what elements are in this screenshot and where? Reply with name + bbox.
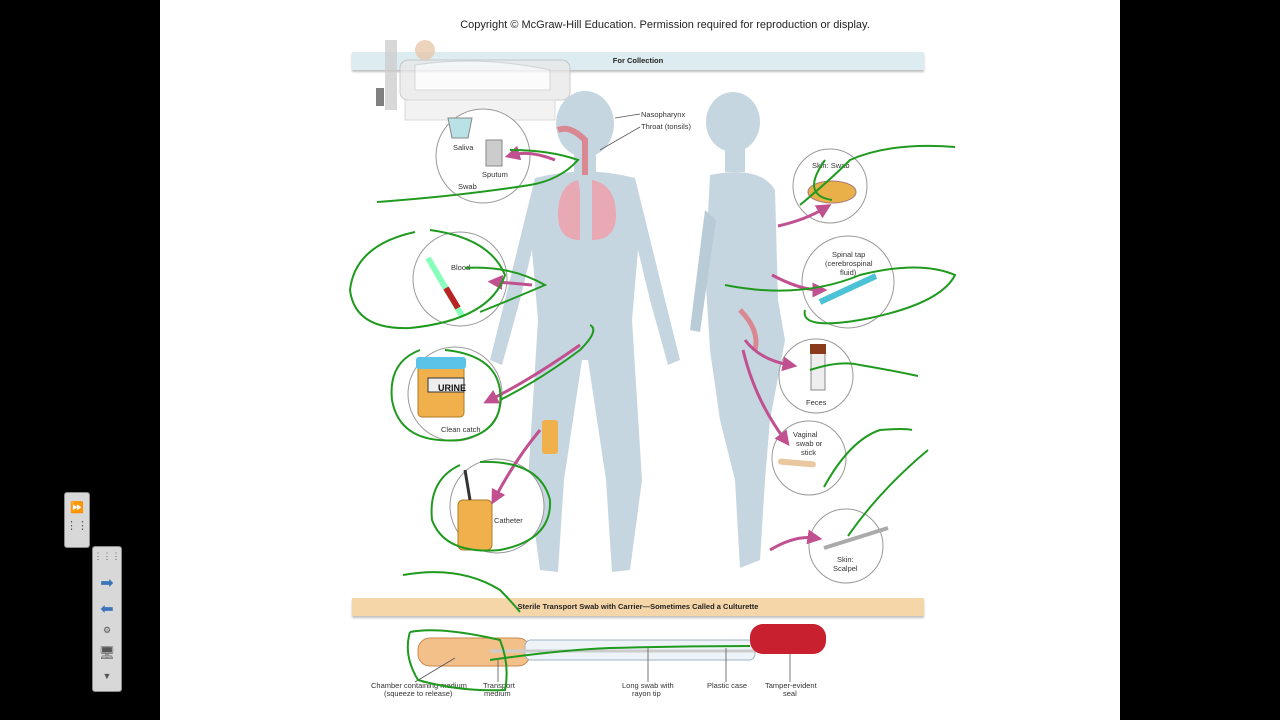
collapsed-toolbar[interactable]: ⏩ ⋮⋮ [64, 492, 90, 548]
settings-icon[interactable]: ⚙ [102, 625, 112, 635]
label-chamber: Chamber containing medium [371, 681, 467, 690]
label-long-swab-2: rayon tip [632, 689, 661, 698]
arrow-left-icon[interactable]: ⬅ [100, 601, 114, 618]
label-long-swab: Long swab with [622, 681, 674, 690]
spinal-tap-circle [801, 235, 895, 329]
label-saliva: Saliva [453, 143, 474, 152]
catheter-circle [449, 458, 545, 554]
label-skin-swab: Skin: Swab [812, 161, 850, 170]
label-plastic-case: Plastic case [707, 681, 747, 690]
skin-swab-circle [792, 148, 868, 224]
front-body-silhouette [490, 91, 680, 572]
copyright-notice: Copyright © McGraw-Hill Education. Permi… [460, 19, 870, 31]
collection-arrows [483, 145, 832, 552]
label-spinal-tap-3: fluid) [840, 268, 857, 277]
label-vaginal-3: stick [801, 448, 816, 457]
label-transport-2: medium [484, 689, 511, 698]
label-feces: Feces [806, 398, 827, 407]
label-skin-scalpel: Skin: [837, 555, 854, 564]
green-annotations [348, 144, 957, 692]
fast-forward-icon[interactable]: ⏩ [70, 502, 84, 514]
vaginal-swab-circle [771, 420, 847, 496]
presentation-toolbar[interactable]: ⋮⋮⋮ ➡ ⬅ ⚙ 🖥 ▼ [92, 546, 122, 692]
keypad-icon[interactable]: ⋮⋮⋮ [93, 551, 121, 561]
slide: Copyright © McGraw-Hill Education. Permi… [160, 0, 1120, 720]
transport-swab-banner: Sterile Transport Swab with Carrier—Some… [352, 598, 924, 616]
label-chamber-2: (squeeze to release) [384, 689, 453, 698]
label-sputum: Sputum [482, 170, 508, 179]
label-blood: Blood [451, 263, 470, 272]
screen-icon[interactable]: 🖥 [98, 645, 116, 660]
label-throat: Throat (tonsils) [641, 122, 692, 131]
hospital-bed-illustration [376, 40, 571, 121]
label-spinal-tap: Spinal tap [832, 250, 865, 259]
label-skin-scalpel-2: Scalpel [833, 564, 858, 573]
label-seal: Tamper-evident [765, 681, 818, 690]
label-vaginal: Vaginal [793, 430, 818, 439]
skin-scalpel-circle [808, 508, 889, 584]
label-transport: Transport [483, 681, 516, 690]
label-nasopharynx: Nasopharynx [641, 110, 685, 119]
saliva-sputum-swab-circle [435, 108, 531, 204]
swab-leader-lines [414, 648, 791, 683]
arrow-right-icon[interactable]: ➡ [100, 575, 114, 592]
label-vaginal-2: swab or [796, 439, 823, 448]
side-body-silhouette [690, 92, 785, 568]
label-seal-2: seal [783, 689, 797, 698]
label-clean-catch: Clean catch [441, 425, 481, 434]
label-swab: Swab [458, 182, 477, 191]
specimen-collection-illustration: Nasopharynx Throat (tonsils) Saliva Sput… [348, 40, 957, 698]
transport-swab-illustration [417, 624, 826, 667]
keypad-icon[interactable]: ⋮⋮ [66, 520, 88, 532]
label-catheter: Catheter [494, 516, 523, 525]
blood-circle [412, 231, 508, 327]
label-spinal-tap-2: (cerebrospinal [825, 259, 873, 268]
label-urine-jar: URINE [438, 383, 466, 393]
catheter-bag [542, 420, 558, 454]
clean-catch-circle [407, 346, 503, 442]
dropdown-icon[interactable]: ▼ [102, 671, 112, 681]
